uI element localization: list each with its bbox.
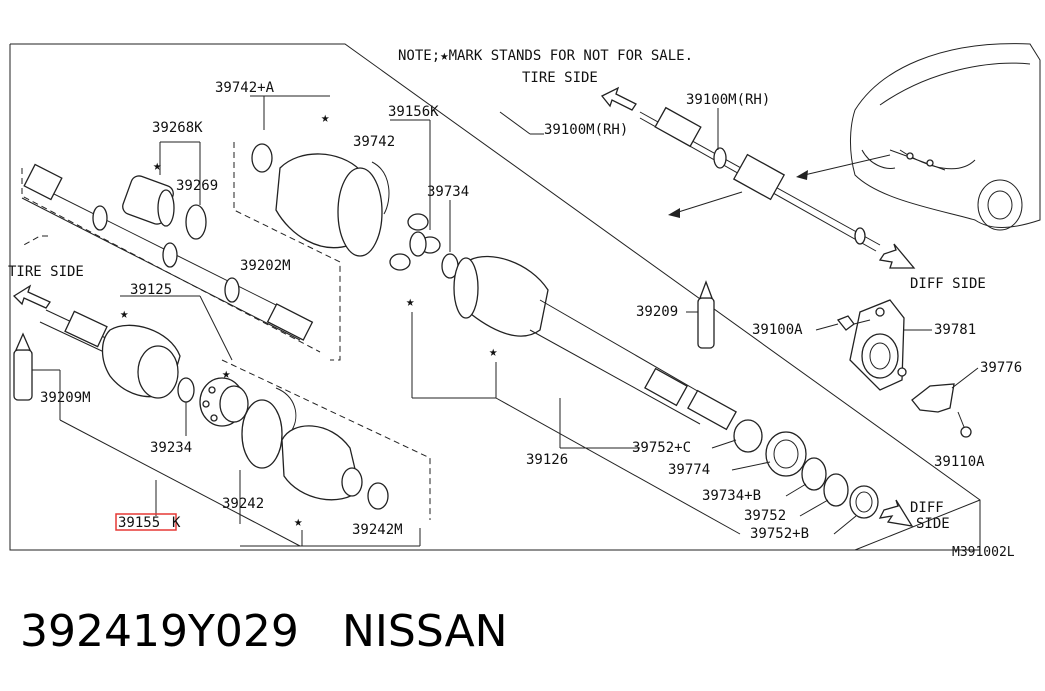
label-39752C: 39752+C xyxy=(632,440,691,456)
label-39752: 39752 xyxy=(744,508,786,524)
vehicle-outline xyxy=(849,43,1041,231)
diagram-code: M391002L xyxy=(952,545,1015,560)
boot-39242 xyxy=(241,387,389,510)
diff-side-arrow-top xyxy=(878,243,916,269)
tire-side-label-left: TIRE SIDE xyxy=(8,264,84,280)
diff-side-arrow-bottom xyxy=(878,499,914,527)
caption-part-number: 392419Y029 xyxy=(20,606,299,657)
diff-side-label-bottom-1: DIFF xyxy=(910,500,944,516)
label-39734B: 39734+B xyxy=(702,488,761,504)
star-mark-6: ★ xyxy=(222,366,231,382)
star-mark-7: ★ xyxy=(294,514,303,530)
label-39269: 39269 xyxy=(176,178,218,194)
dashed-group-lower-2 xyxy=(221,359,431,520)
label-39774: 39774 xyxy=(668,462,710,478)
boot-39742 xyxy=(251,143,390,257)
tire-side-arrow-top xyxy=(600,86,637,111)
bearing-39774 xyxy=(765,431,807,477)
label-39110A: 39110A xyxy=(934,454,985,470)
label-39125: 39125 xyxy=(130,282,172,298)
rh-drive-shaft-overview xyxy=(639,106,881,252)
diff-side-label-bottom-2: SIDE xyxy=(916,516,950,532)
label-39100A: 39100A xyxy=(752,322,803,338)
seal-39752B xyxy=(849,485,879,519)
label-39776: 39776 xyxy=(980,360,1022,376)
bracket-39781 xyxy=(849,299,907,391)
grease-tube-right xyxy=(697,280,715,349)
frame-corner xyxy=(854,499,981,551)
label-39202M: 39202M xyxy=(240,258,291,274)
shaft-39202M xyxy=(21,163,314,341)
housing-39126 xyxy=(453,255,737,431)
frame-border xyxy=(9,43,981,551)
star-mark-2: ★ xyxy=(153,158,162,174)
label-39209M: 39209M xyxy=(40,390,91,406)
part-39268K xyxy=(122,175,175,227)
seal-39752C xyxy=(733,419,763,453)
ring-39734B xyxy=(801,457,827,491)
label-39752B: 39752+B xyxy=(750,526,809,542)
label-39742: 39742 xyxy=(353,134,395,150)
tire-side-arrow-left xyxy=(12,284,51,309)
seal-39752 xyxy=(823,473,849,507)
diff-side-label-top: DIFF SIDE xyxy=(910,276,986,292)
part-39269-ring xyxy=(185,204,207,240)
outer-joint-39125 xyxy=(39,309,181,399)
star-mark-3: ★ xyxy=(406,294,415,310)
pointer-arrows xyxy=(668,154,891,218)
label-39734: 39734 xyxy=(427,184,469,200)
star-mark-5: ★ xyxy=(120,306,129,322)
plate-39776 xyxy=(911,383,955,413)
tire-side-label-top: TIRE SIDE xyxy=(522,70,598,86)
bolt-39100A xyxy=(836,315,871,331)
note-text: NOTE;★MARK STANDS FOR NOT FOR SALE. xyxy=(398,48,693,64)
label-39742A: 39742+A xyxy=(215,80,275,96)
caption-brand: NISSAN xyxy=(342,606,508,657)
dashed-group-upper xyxy=(233,142,341,361)
label-39100M-RH: 39100M(RH) xyxy=(544,122,628,138)
label-39156K: 39156K xyxy=(388,104,439,120)
label-39209-right: 39209 xyxy=(636,304,678,320)
label-39100M-RH-top: 39100M(RH) xyxy=(686,92,770,108)
label-39234: 39234 xyxy=(150,440,192,456)
snap-ring-39234 xyxy=(177,377,195,403)
label-39155K-suffix: K xyxy=(172,515,181,531)
label-39155K: 39155 xyxy=(118,515,160,531)
label-39781: 39781 xyxy=(934,322,976,338)
grease-tube-left xyxy=(13,332,33,401)
spider-39156K xyxy=(389,213,441,271)
label-39242M: 39242M xyxy=(352,522,403,538)
cage-race xyxy=(199,377,249,427)
label-39242: 39242 xyxy=(222,496,264,512)
star-mark-1: ★ xyxy=(321,110,330,126)
label-39268K: 39268K xyxy=(152,120,203,136)
star-mark-4: ★ xyxy=(489,344,498,360)
dashed-group-lower-1 xyxy=(21,235,48,247)
label-39126: 39126 xyxy=(526,452,568,468)
bolt-39110A xyxy=(957,411,972,438)
highlight-box-39155K xyxy=(115,513,177,531)
